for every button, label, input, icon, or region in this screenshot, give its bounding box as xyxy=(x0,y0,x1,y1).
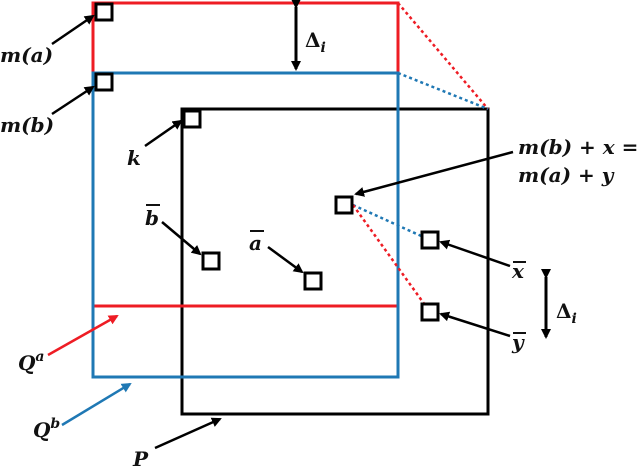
arrow-b-bar xyxy=(161,221,202,256)
arrow-mid xyxy=(354,150,514,197)
label-mb: m(b) xyxy=(0,113,54,137)
label-ma: m(a) xyxy=(0,43,53,67)
label-k: k xyxy=(127,146,141,170)
label-qa: Qa xyxy=(18,349,45,375)
arrow-ma xyxy=(51,14,95,46)
arrow-a-bar xyxy=(267,245,304,274)
arrow-k xyxy=(144,119,183,148)
point-k xyxy=(182,109,202,129)
arrow-mb xyxy=(51,85,95,116)
point-x-bar xyxy=(420,230,440,250)
region-p xyxy=(180,107,490,416)
blue-dotted-top xyxy=(397,71,489,111)
point-ma xyxy=(94,2,114,22)
label-p: P xyxy=(132,447,149,469)
label-eq-line1: m(b) + x = xyxy=(518,135,638,159)
label-delta-top: Δi xyxy=(305,28,326,56)
label-y-bar: y xyxy=(511,330,525,354)
point-b-bar xyxy=(201,251,221,271)
arrow-y-bar xyxy=(439,311,511,338)
arrow-x-bar xyxy=(439,239,511,268)
point-mb xyxy=(94,72,114,92)
label-qb: Qb xyxy=(33,416,60,442)
blue-dotted-x xyxy=(352,203,431,242)
label-b-bar: b xyxy=(145,206,159,230)
point-mid xyxy=(334,195,354,215)
red-dotted-top xyxy=(397,2,489,110)
arrow-p xyxy=(154,417,222,450)
point-a-bar xyxy=(303,271,323,291)
point-y-bar xyxy=(420,302,440,322)
region-qb xyxy=(91,71,400,379)
label-x-bar: x xyxy=(511,259,525,283)
red-dotted-y xyxy=(351,204,432,313)
arrow-qa xyxy=(47,314,119,357)
label-delta-right: Δi xyxy=(556,299,577,327)
label-eq-line2: m(a) + y xyxy=(518,163,615,187)
arrow-qb xyxy=(61,382,132,427)
label-a-bar: a xyxy=(249,231,262,255)
